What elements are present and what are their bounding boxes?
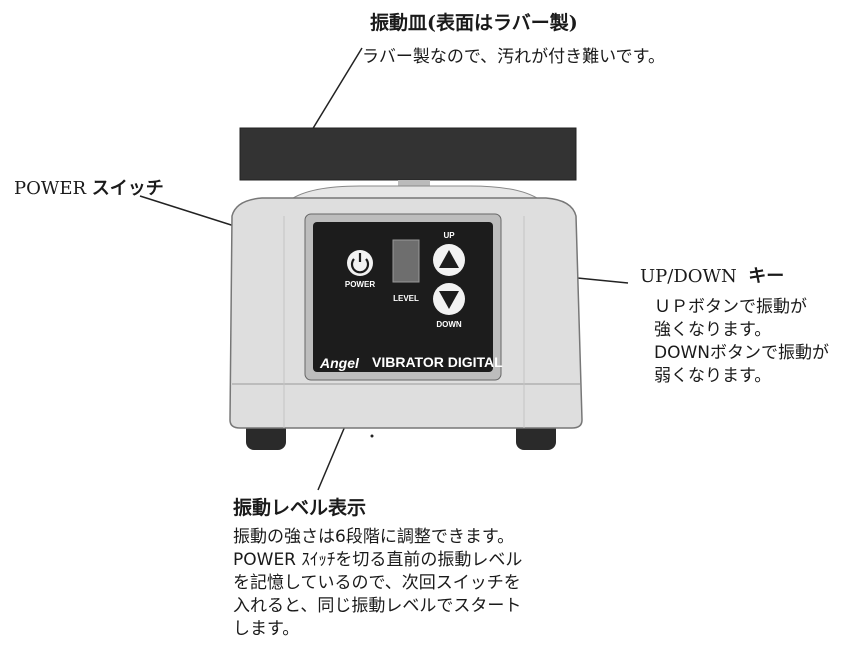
down-label: DOWN xyxy=(436,320,462,329)
updown-description: ＵＰボタンで振動が 強くなります。 DOWNボタンで振動が 弱くなります。 xyxy=(654,296,829,388)
power-switch-label-en: POWER xyxy=(14,178,87,199)
power-switch-label: POWER スイッチ xyxy=(14,174,164,200)
power-button-label: POWER xyxy=(345,280,375,289)
level-label: LEVEL xyxy=(393,294,419,303)
plate-title: 振動皿(表面はラバー製) xyxy=(370,12,578,34)
updown-key-label: UP/DOWN キー xyxy=(640,262,784,288)
updown-desc-line: 弱くなります。 xyxy=(654,366,772,386)
dot xyxy=(370,434,374,438)
plate-shaft xyxy=(398,180,430,190)
level-desc-line: POWER ｽｲｯﾁを切る直前の振動レベル xyxy=(233,550,523,570)
vibration-plate xyxy=(239,127,577,181)
level-desc-line: 入れると、同じ振動レベルでスタート xyxy=(233,596,522,616)
plate-description: ラバー製なので、汚れが付き難いです。 xyxy=(362,47,665,67)
power-button[interactable] xyxy=(347,250,373,276)
updown-desc-line: ＵＰボタンで振動が xyxy=(654,297,807,317)
product-name: VIBRATOR DIGITAL xyxy=(372,354,503,370)
level-desc-line: します。 xyxy=(233,619,300,639)
level-display-title: 振動レベル表示 xyxy=(233,497,367,519)
brand-logo: Angel xyxy=(319,355,360,371)
level-desc-line: を記憶しているので、次回スイッチを xyxy=(233,573,521,593)
down-arrow-icon xyxy=(439,291,459,309)
updown-desc-line: 強くなります。 xyxy=(654,320,772,340)
level-display-description: 振動の強さは6段階に調整できます。 POWER ｽｲｯﾁを切る直前の振動レベル … xyxy=(233,526,522,641)
plate-leader-line xyxy=(311,47,363,131)
up-arrow-icon xyxy=(439,250,459,268)
updown-desc-line: DOWNボタンで振動が xyxy=(654,343,829,363)
level-desc-line: 振動の強さは6段階に調整できます。 xyxy=(233,527,515,547)
up-button[interactable] xyxy=(433,244,465,276)
updown-label-en: UP/DOWN xyxy=(640,266,737,287)
power-switch-label-jp: スイッチ xyxy=(91,178,164,199)
updown-label-jp: キー xyxy=(748,266,785,287)
down-button[interactable] xyxy=(433,283,465,315)
body-top-hump xyxy=(288,185,542,201)
level-display xyxy=(392,239,420,283)
up-label: UP xyxy=(443,231,455,240)
